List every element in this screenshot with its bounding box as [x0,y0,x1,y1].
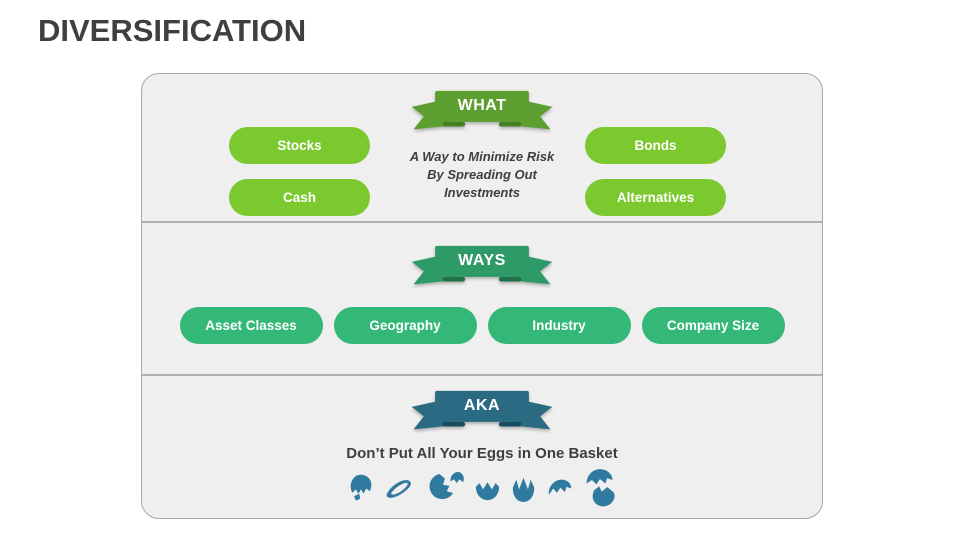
pill-stocks: Stocks [229,127,370,164]
eggshell-cap-icon [548,479,571,495]
section-ways: WAYS Asset Classes Geography Industry Co… [142,221,822,374]
tagline-line: A Way to Minimize Risk [409,149,555,164]
what-ribbon: WHAT [407,87,557,136]
tagline-line: Investments [444,185,520,200]
section-aka: AKA Don’t Put All Your Eggs in One Baske… [142,374,822,518]
eggshell-fragment-icon [386,480,411,498]
eggshell-cup-jagged-icon [512,477,534,502]
ribbon-banner-icon [411,390,553,430]
pill-alternatives: Alternatives [585,179,726,216]
aka-ribbon-label: AKA [463,396,501,414]
section-what: WHAT Stocks Cash Bonds Alternatives A Wa… [142,74,822,221]
pill-asset-classes: Asset Classes [179,307,323,344]
pill-bonds: Bonds [585,127,726,164]
cracked-egg-halves-icon [586,469,615,507]
hatched-egg-two-pieces-icon [429,471,464,499]
tagline-line: By Spreading Out [427,167,537,182]
pill-company-size: Company Size [641,307,785,344]
content-panel: WHAT Stocks Cash Bonds Alternatives A Wa… [141,73,823,519]
cracked-egg-top-icon [350,474,371,501]
aka-caption: Don’t Put All Your Eggs in One Basket [346,445,618,462]
eggshell-cup-icon [475,481,499,500]
what-tagline: A Way to Minimize Risk By Spreading Out … [367,148,597,202]
pill-geography: Geography [333,307,477,344]
ways-ribbon: WAYS [407,242,557,291]
slide-title: DIVERSIFICATION [38,13,307,48]
ribbon-banner-icon [411,90,553,130]
broken-eggs-row [142,467,822,509]
ways-ribbon-label: WAYS [458,251,506,269]
aka-ribbon: AKA [407,387,557,436]
what-ribbon-label: WHAT [457,96,507,114]
ways-pills-row: Asset Classes Geography Industry Company… [142,307,822,344]
pill-cash: Cash [229,179,370,216]
pill-industry: Industry [487,307,631,344]
ribbon-banner-icon [411,245,553,285]
